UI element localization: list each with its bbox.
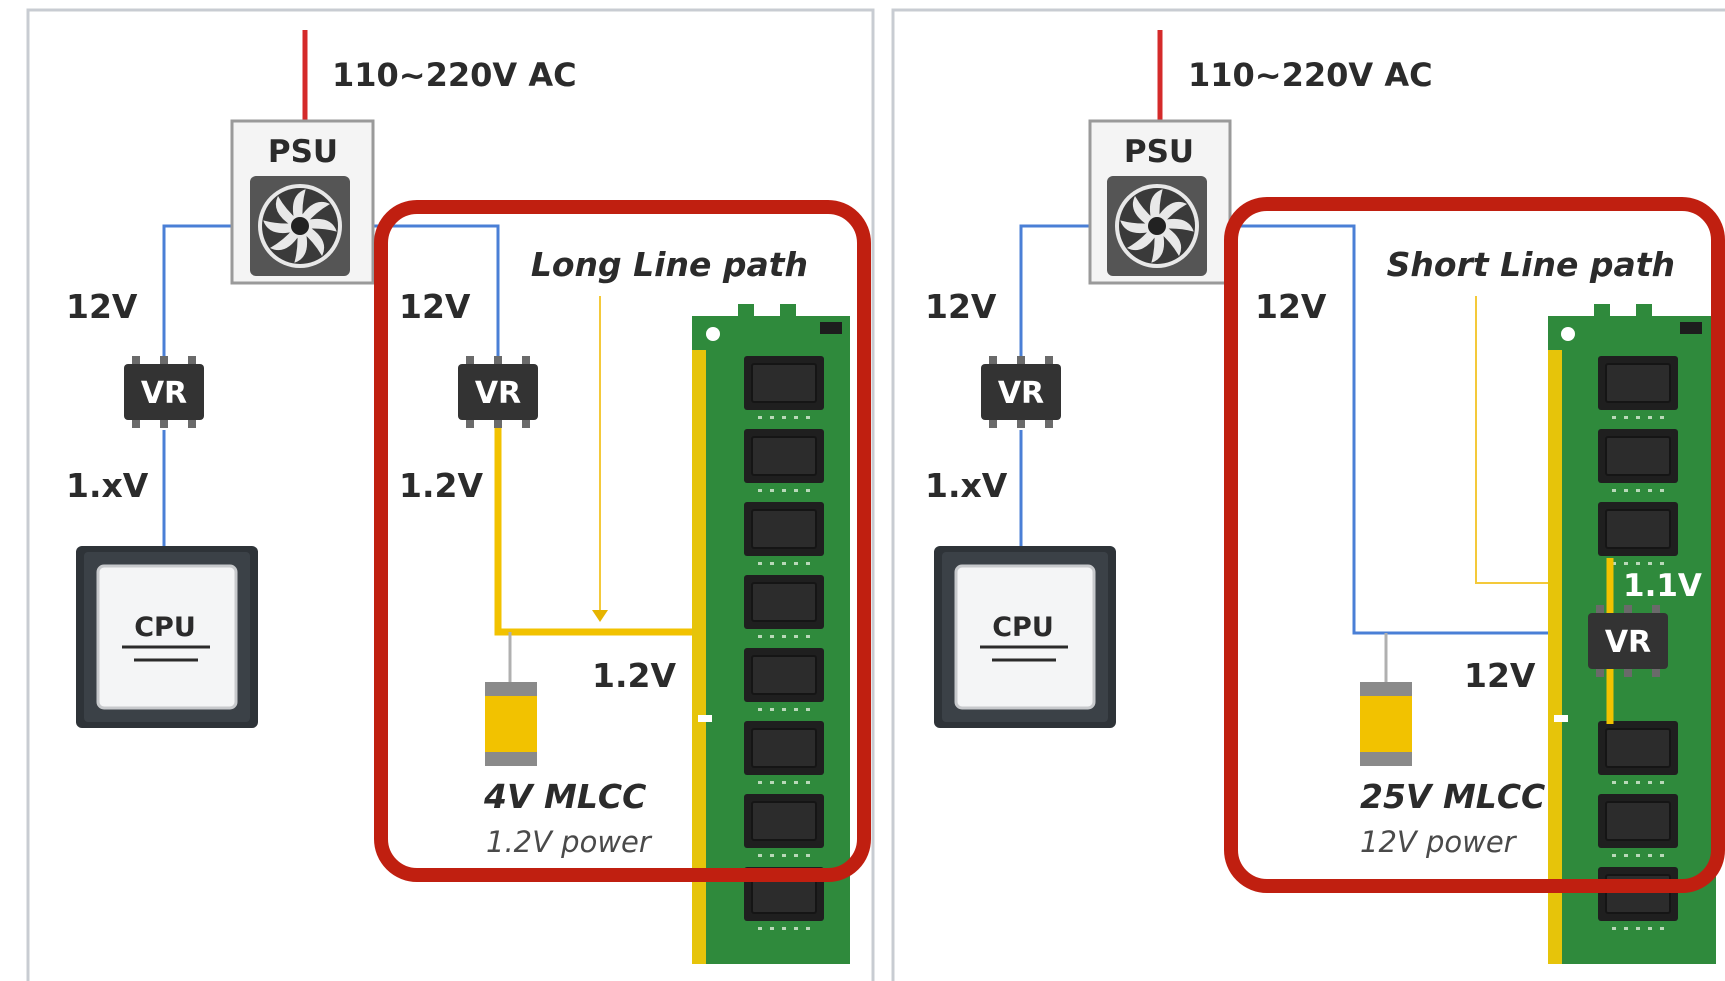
cap-sub-label: 12V power <box>1360 825 1518 859</box>
psu: PSU <box>230 119 375 285</box>
fan-icon <box>1107 176 1207 276</box>
fan-icon <box>250 176 350 276</box>
bus-voltage-label: 1.2V <box>592 656 676 695</box>
mlcc-capacitor <box>1360 682 1412 766</box>
right-vr-label: VR <box>475 376 521 411</box>
left-vr-label: VR <box>141 376 187 411</box>
psu: PSU <box>1088 119 1232 285</box>
left-12v-line <box>162 224 232 365</box>
left-out-label: 1.xV <box>925 466 1008 505</box>
cap-label: 25V MLCC <box>1360 777 1545 816</box>
psu-label: PSU <box>268 134 338 170</box>
cpu-label: CPU <box>134 612 196 643</box>
low-voltage-line <box>494 428 692 636</box>
panel-long-line: 110~220V AC PSU 12V VR 1.xV CPU 12V VR 1 <box>26 8 875 981</box>
cap-label: 4V MLCC <box>483 777 646 816</box>
path-label: Long Line path <box>531 245 808 284</box>
bus-voltage-label: 12V <box>1464 656 1536 695</box>
highlight-box <box>1224 197 1725 893</box>
mlcc-capacitor <box>485 682 537 766</box>
cpu-label: CPU <box>992 612 1054 643</box>
dram-module: VR 1.1V <box>1548 304 1716 964</box>
right-out-label: 1.2V <box>399 466 483 505</box>
dram-module <box>692 304 850 964</box>
right-12v-line <box>1230 224 1550 635</box>
cpu-chip: CPU <box>76 546 258 728</box>
right-12v-line <box>373 224 500 365</box>
left-12v-label: 12V <box>925 287 997 326</box>
cap-sub-label: 1.2V power <box>486 825 653 859</box>
panel-short-line: 110~220V AC PSU 12V VR 1.xV CPU 12V 12V … <box>891 8 1725 981</box>
left-out-label: 1.xV <box>66 466 149 505</box>
highlight-box <box>374 200 871 882</box>
ac-label: 110~220V AC <box>332 56 577 94</box>
path-label: Short Line path <box>1387 245 1675 284</box>
left-12v-line <box>1019 224 1090 365</box>
ac-label: 110~220V AC <box>1188 56 1433 94</box>
module-vr-label: VR <box>1605 625 1651 660</box>
module-out-label: 1.1V <box>1623 568 1702 604</box>
cpu-chip: CPU <box>934 546 1116 728</box>
left-vr-label: VR <box>998 376 1044 411</box>
psu-label: PSU <box>1124 134 1194 170</box>
left-12v-label: 12V <box>66 287 138 326</box>
right-12v-label: 12V <box>399 287 471 326</box>
path-arrow-head <box>592 610 608 622</box>
right-12v-label: 12V <box>1255 287 1327 326</box>
